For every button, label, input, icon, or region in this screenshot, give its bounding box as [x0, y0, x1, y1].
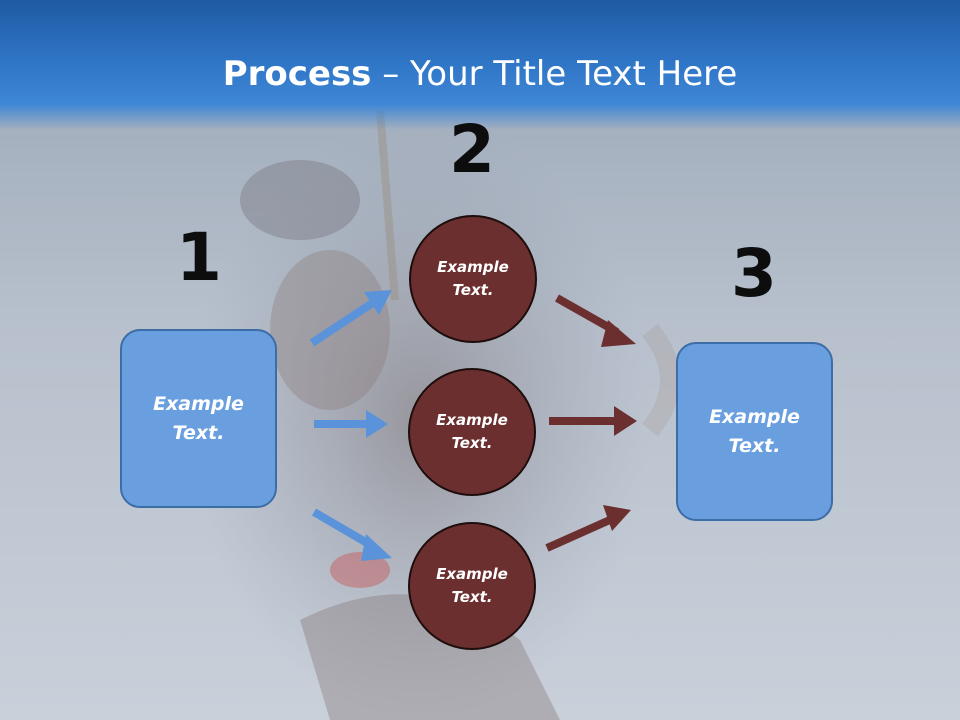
blue-arrow-down	[311, 508, 392, 561]
brown-arrow-middle	[549, 406, 637, 436]
title-bold: Process	[222, 54, 372, 94]
step-number-2: 2	[449, 111, 495, 188]
slide-title: Process – Your Title Text Here	[0, 52, 960, 96]
step-number-1: 1	[176, 219, 222, 296]
right-box: Example Text.	[676, 342, 833, 521]
step-number-3: 3	[731, 235, 777, 312]
blue-arrow-up	[309, 290, 392, 347]
circle-middle: Example Text.	[408, 368, 536, 496]
brown-arrow-up	[545, 505, 631, 552]
left-box: Example Text.	[120, 329, 277, 508]
title-bar	[0, 0, 960, 130]
brown-arrow-down	[555, 294, 636, 347]
circle-bottom: Example Text.	[408, 522, 536, 650]
title-rest: – Your Title Text Here	[371, 54, 738, 94]
circle-top: Example Text.	[409, 215, 537, 343]
blue-arrow-middle	[314, 410, 388, 438]
